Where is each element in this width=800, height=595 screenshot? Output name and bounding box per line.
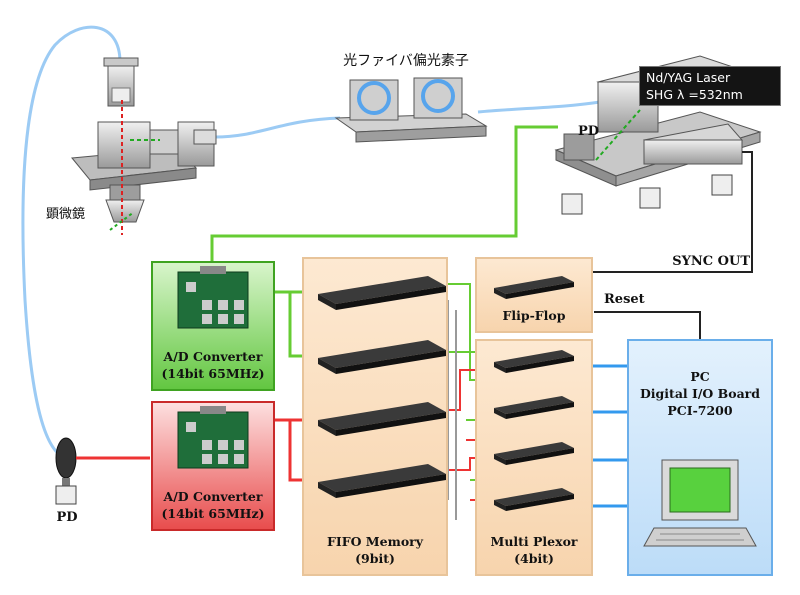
flipflop-label: Flip-Flop: [502, 308, 566, 323]
adc2-label-line1: A/D Converter: [163, 489, 263, 504]
adc1-label-line1: A/D Converter: [163, 349, 263, 364]
flipflop-panel: [475, 257, 593, 333]
wire-pd-to-adc1: [210, 125, 558, 262]
fiber-left-loop: [21, 25, 122, 457]
adc1-label: A/D Converter (14bit 65MHz): [152, 348, 274, 382]
laser-label-line1: Nd/YAG Laser: [646, 70, 731, 85]
wire-sync-out: [592, 151, 753, 273]
pc-computer-icon: [643, 459, 757, 547]
polarizer-label: 光ファイバ偏光素子: [343, 53, 469, 69]
fiber-to-laser: [477, 100, 601, 114]
pc-label-line3: PCI-7200: [667, 403, 733, 418]
adc2-board-icon: [177, 406, 249, 469]
microscope-assembly: [71, 57, 217, 235]
mux-label-line1: Multi Plexor: [490, 534, 578, 549]
wire-reset: [594, 311, 701, 340]
fifo-label-line2: (9bit): [355, 551, 395, 566]
fiber-to-polarizer: [214, 116, 341, 139]
laser-label-box: Nd/YAG Laser SHG λ =532nm: [639, 66, 781, 106]
adc1-label-line2: (14bit 65MHz): [161, 366, 265, 381]
pc-label-line1: PC: [690, 369, 710, 384]
pc-label: PC Digital I/O Board PCI-7200: [628, 368, 772, 419]
pd-bottom-label: PD: [56, 510, 78, 525]
adc2-label-line2: (14bit 65MHz): [161, 506, 265, 521]
reset-label: Reset: [604, 292, 645, 307]
adc2-label: A/D Converter (14bit 65MHz): [152, 488, 274, 522]
pc-label-line2: Digital I/O Board: [639, 386, 761, 401]
laser-bench: [554, 55, 762, 215]
fiber-polarizer: [334, 77, 488, 143]
fifo-label: FIFO Memory (9bit): [303, 533, 447, 567]
fifo-label-line1: FIFO Memory: [326, 534, 424, 549]
adc1-board-icon: [177, 266, 249, 329]
laser-label-line2: SHG λ =532nm: [646, 87, 743, 102]
mux-label: Multi Plexor (4bit): [476, 533, 592, 567]
mux-label-line2: (4bit): [514, 551, 554, 566]
pd-top-label: PD: [578, 124, 600, 139]
sync-out-label: SYNC OUT: [672, 254, 750, 269]
microscope-label: 顕微鏡: [46, 207, 86, 222]
photodiode-bottom: [55, 437, 77, 505]
